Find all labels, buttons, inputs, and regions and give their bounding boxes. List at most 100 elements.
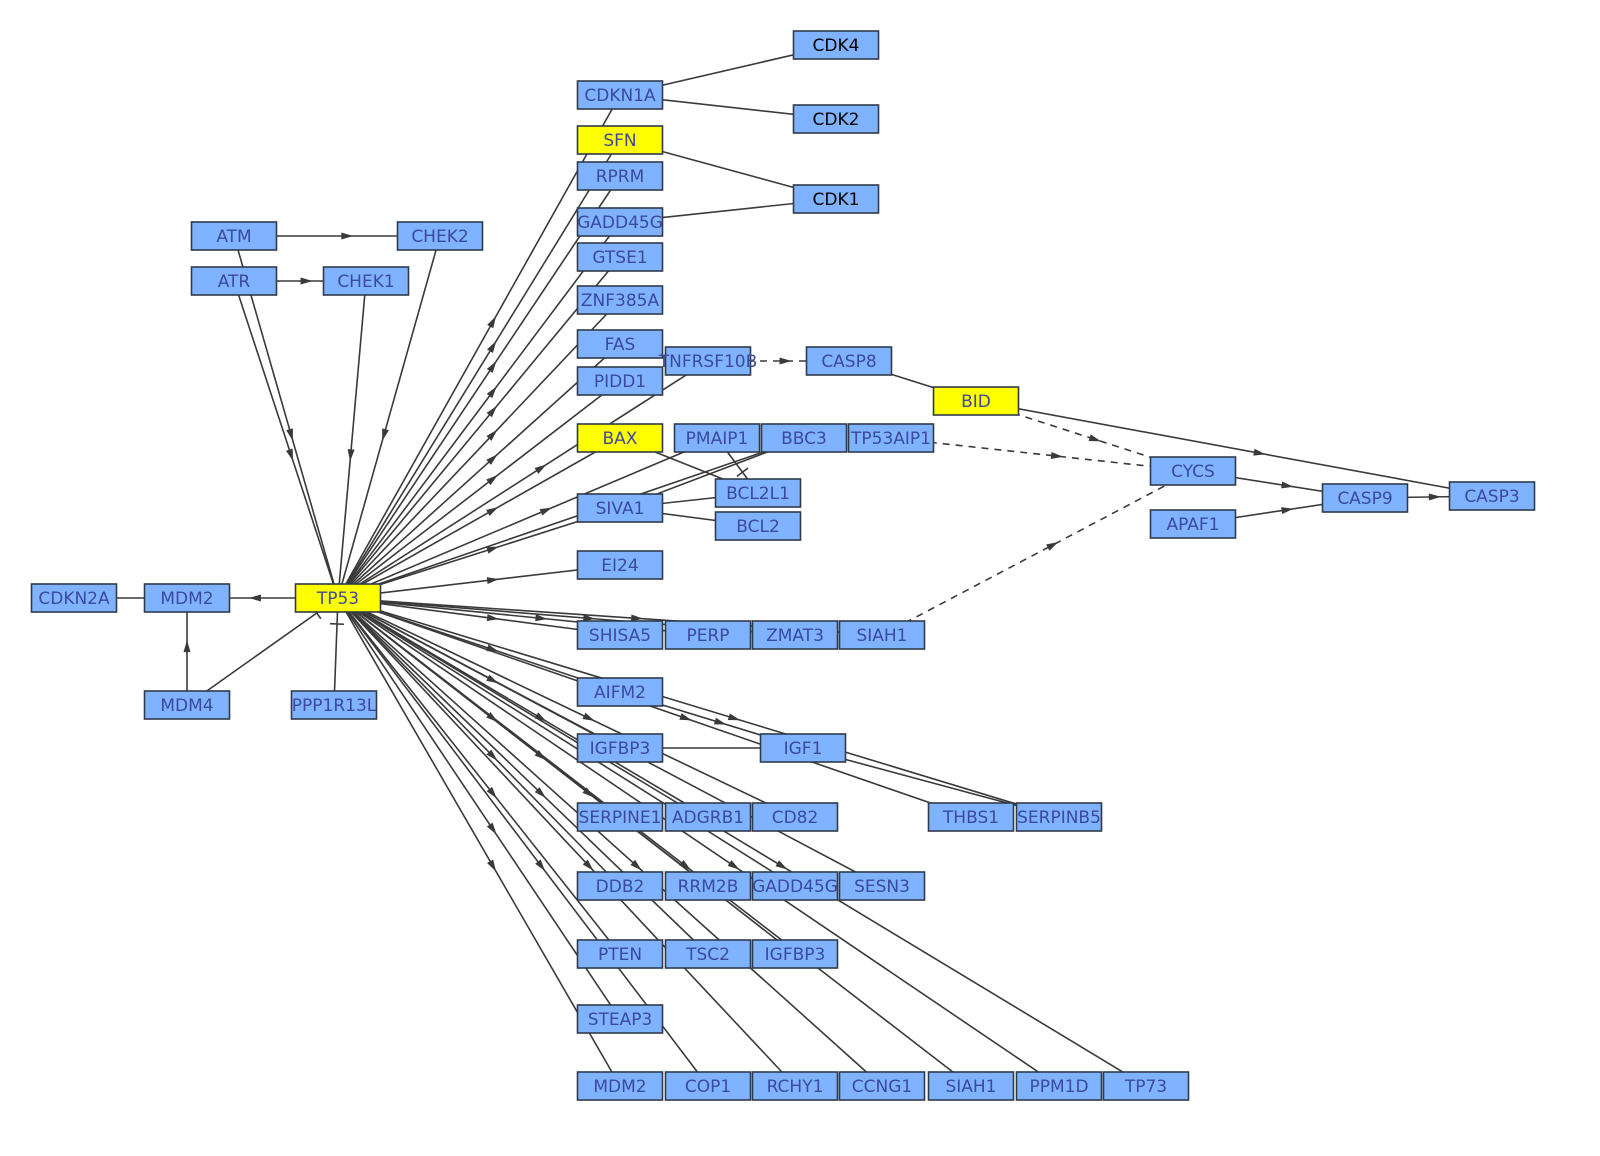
gene-box — [576, 1004, 664, 1034]
gene-node-bax[interactable]: BAX — [576, 423, 664, 453]
gene-node-thbs1[interactable]: THBS1 — [927, 802, 1015, 832]
gene-node-rrm2b[interactable]: RRM2B — [664, 871, 752, 901]
arrowhead-icon — [341, 232, 354, 240]
gene-node-serpinb5[interactable]: SERPINB5 — [1015, 802, 1103, 832]
gene-node-cdk2[interactable]: CDK2 — [792, 104, 880, 134]
gene-node-siva1[interactable]: SIVA1 — [576, 493, 664, 523]
gene-node-ppm1d[interactable]: PPM1D — [1015, 1071, 1103, 1101]
gene-node-chek2[interactable]: CHEK2 — [396, 221, 484, 251]
arrowhead-icon — [1253, 448, 1266, 456]
gene-node-bbc3[interactable]: BBC3 — [760, 423, 848, 453]
gene-node-pmaip1[interactable]: PMAIP1 — [673, 423, 761, 453]
gene-node-tp73[interactable]: TP73 — [1102, 1071, 1190, 1101]
gene-node-chek1[interactable]: CHEK1 — [322, 266, 410, 296]
gene-node-aifm2[interactable]: AIFM2 — [576, 677, 664, 707]
gene-node-tsc2[interactable]: TSC2 — [664, 939, 752, 969]
gene-node-ei24[interactable]: EI24 — [576, 550, 664, 580]
gene-box — [576, 620, 664, 650]
arrowhead-icon — [486, 454, 498, 465]
gene-node-mdm2[interactable]: MDM2 — [576, 1071, 664, 1101]
gene-node-cdkn1a[interactable]: CDKN1A — [576, 80, 664, 110]
gene-node-cdk1[interactable]: CDK1 — [792, 184, 880, 214]
gene-node-cdk4[interactable]: CDK4 — [792, 30, 880, 60]
gene-node-shisa5[interactable]: SHISA5 — [576, 620, 664, 650]
gene-node-cycs[interactable]: CYCS — [1149, 456, 1237, 486]
gene-node-rchy1[interactable]: RCHY1 — [751, 1071, 839, 1101]
gene-box — [1149, 509, 1237, 539]
gene-box — [576, 802, 664, 832]
gene-label: SESN3 — [854, 877, 910, 897]
gene-node-casp8[interactable]: CASP8 — [805, 346, 893, 376]
gene-label: CDK1 — [813, 190, 860, 210]
gene-node-tp53[interactable]: TP53 — [294, 583, 382, 613]
gene-box — [759, 733, 847, 763]
edge-TP53-SERPINB5 — [337, 597, 1060, 818]
gene-node-cd82[interactable]: CD82 — [751, 802, 839, 832]
gene-node-cop1[interactable]: COP1 — [664, 1071, 752, 1101]
gene-node-igfbp3[interactable]: IGFBP3 — [576, 733, 664, 763]
gene-node-tnfrsf10b[interactable]: TNFRSF10B — [658, 346, 758, 376]
gene-node-tp53aip1[interactable]: TP53AIP1 — [847, 423, 935, 453]
arrowhead-icon — [534, 464, 547, 474]
gene-label: TSC2 — [685, 945, 730, 965]
gene-label: PPP1R13L — [292, 696, 377, 716]
gene-node-casp9[interactable]: CASP9 — [1321, 483, 1409, 513]
gene-label: BBC3 — [781, 429, 827, 449]
gene-node-ppp1r13l[interactable]: PPP1R13L — [290, 690, 378, 720]
arrowhead-icon — [486, 474, 498, 486]
gene-node-serpine1[interactable]: SERPINE1 — [576, 802, 664, 832]
gene-node-mdm2[interactable]: MDM2 — [143, 583, 231, 613]
gene-box — [751, 871, 839, 901]
gene-node-igf1[interactable]: IGF1 — [759, 733, 847, 763]
gene-label: BCL2 — [736, 517, 780, 537]
gene-node-siah1[interactable]: SIAH1 — [927, 1071, 1015, 1101]
gene-node-cdkn2a[interactable]: CDKN2A — [30, 583, 118, 613]
gene-label: GADD45G — [752, 877, 838, 897]
gene-box — [30, 583, 118, 613]
gene-box — [714, 478, 802, 508]
gene-node-znf385a[interactable]: ZNF385A — [576, 285, 664, 315]
gene-node-siah1[interactable]: SIAH1 — [838, 620, 926, 650]
gene-node-sfn[interactable]: SFN — [576, 125, 664, 155]
gene-node-casp3[interactable]: CASP3 — [1448, 481, 1536, 511]
gene-node-bid[interactable]: BID — [932, 386, 1020, 416]
gene-node-pidd1[interactable]: PIDD1 — [576, 366, 664, 396]
gene-node-pten[interactable]: PTEN — [576, 939, 664, 969]
gene-node-apaf1[interactable]: APAF1 — [1149, 509, 1237, 539]
gene-node-atr[interactable]: ATR — [190, 266, 278, 296]
gene-box — [847, 423, 935, 453]
gene-box — [576, 366, 664, 396]
gene-box — [751, 939, 839, 969]
gene-node-fas[interactable]: FAS — [576, 329, 664, 359]
gene-node-gadd45g[interactable]: GADD45G — [751, 871, 839, 901]
gene-box — [751, 620, 839, 650]
gene-label: ATR — [218, 272, 251, 292]
gene-node-atm[interactable]: ATM — [190, 221, 278, 251]
gene-box — [576, 493, 664, 523]
gene-box — [1015, 1071, 1103, 1101]
gene-node-sesn3[interactable]: SESN3 — [838, 871, 926, 901]
edge-TP53-CCNG1 — [337, 597, 883, 1087]
gene-node-ddb2[interactable]: DDB2 — [576, 871, 664, 901]
edge-TP53-PMAIP1 — [337, 437, 718, 599]
gene-label: CCNG1 — [852, 1077, 912, 1097]
gene-node-adgrb1[interactable]: ADGRB1 — [664, 802, 752, 832]
gene-node-igfbp3[interactable]: IGFBP3 — [751, 939, 839, 969]
gene-label: CDK4 — [813, 36, 860, 56]
gene-node-mdm4[interactable]: MDM4 — [143, 690, 231, 720]
gene-node-gadd45g[interactable]: GADD45G — [576, 207, 664, 237]
gene-label: TP73 — [1124, 1077, 1167, 1097]
gene-node-rprm[interactable]: RPRM — [576, 161, 664, 191]
gene-node-perp[interactable]: PERP — [664, 620, 752, 650]
gene-node-zmat3[interactable]: ZMAT3 — [751, 620, 839, 650]
gene-node-steap3[interactable]: STEAP3 — [576, 1004, 664, 1034]
gene-node-gtse1[interactable]: GTSE1 — [576, 242, 664, 272]
edge-TP53-SIAH1_b — [337, 597, 972, 1087]
gene-node-bcl2l1[interactable]: BCL2L1 — [714, 478, 802, 508]
gene-box — [576, 550, 664, 580]
gene-node-ccng1[interactable]: CCNG1 — [838, 1071, 926, 1101]
gene-node-bcl2[interactable]: BCL2 — [714, 511, 802, 541]
gene-box — [576, 125, 664, 155]
